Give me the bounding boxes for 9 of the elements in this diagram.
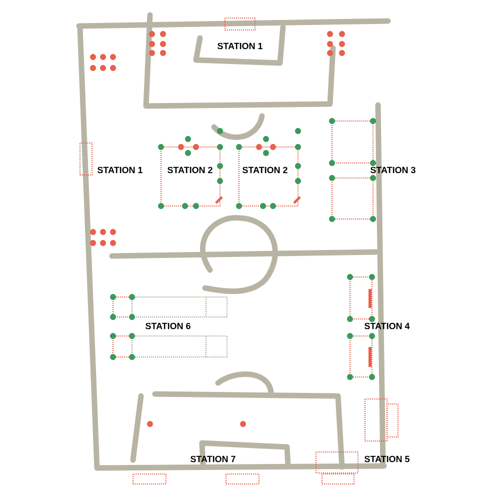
station-label: STATION 5: [364, 456, 410, 462]
station-label: STATION 4: [364, 322, 410, 330]
station-label: STATION 6: [146, 322, 190, 330]
station-label: STATION 3: [370, 166, 416, 174]
station-label: STATION 1: [98, 166, 142, 174]
station-label: STATION 2: [242, 166, 288, 174]
station-label: STATION 2: [168, 166, 212, 174]
station-label: STATION 1: [218, 42, 262, 50]
station-label: STATION 7: [190, 456, 236, 462]
